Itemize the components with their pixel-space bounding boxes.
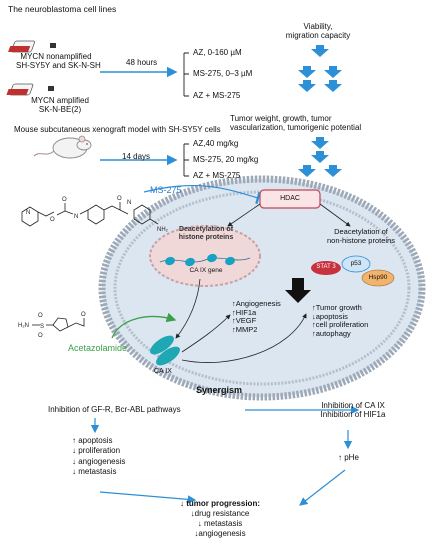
hdac-label: HDAC (280, 195, 300, 202)
svg-text:N: N (127, 200, 131, 206)
xenograft-title: Mouse subcutaneous xenograft model with … (14, 125, 221, 134)
acetazolamide-structure: H₂N S O O O (18, 312, 86, 339)
angiogenesis-item-2: ↑HIF1a (232, 307, 257, 317)
outcome-arrows-cells (298, 45, 342, 92)
cell-outcome-line2: migration capacity (285, 31, 351, 41)
xenograft-outcome: Tumor weight, growth, tumor vascularizat… (230, 114, 361, 132)
cell-lines-title: The neuroblastoma cell lines (8, 4, 117, 14)
outcome-arrows-mice (298, 137, 342, 177)
caix-icon (150, 335, 180, 366)
svg-text:H₂N: H₂N (18, 323, 29, 329)
xenograft-outcome-line2: vascularization, tumorigenic potential (230, 123, 362, 133)
stat3-label: STAT 3 (316, 264, 336, 270)
synergism-left-item-4: ↓ metastasis (72, 467, 117, 477)
histone-deacetylation-line2: histone proteins (178, 234, 234, 242)
mycn-amplified-line1: MYCN amplified (31, 96, 89, 105)
tumor-progression-item-3: ↓angiogenesis (194, 529, 246, 538)
flask-icon-nonamplified (8, 40, 56, 53)
histone-deacetylation: Deacetylation of histone proteins (166, 226, 246, 242)
synergism-left-item-1: ↑ apoptosis (72, 436, 113, 445)
time-48h: 48 hours (126, 58, 158, 67)
mycn-amplified-line2: SK-N-BE(2) (38, 105, 82, 115)
svg-text:N: N (26, 210, 30, 216)
svg-text:O: O (62, 197, 67, 203)
svg-text:O: O (81, 312, 86, 318)
cell-treatment-3: AZ + MS-275 (193, 91, 241, 100)
synergism-left-head: Inhibition of GF-R, Bcr-ABL pathways (48, 405, 181, 414)
ms275-inhibition-line (143, 184, 261, 205)
synergism-left-item-2: ↓ proliferation (72, 446, 121, 456)
tumor-growth-item-3: ↑cell proliferation (312, 320, 369, 330)
svg-text:O: O (38, 313, 43, 319)
svg-text:S: S (40, 324, 44, 330)
ms275-structure: N O O N O N NH₂ (21, 196, 169, 233)
p53-shape (341, 255, 371, 273)
ca9-gene-label: CA IX gene (189, 267, 223, 274)
cell-treatment-1: AZ, 0-160 µM (193, 48, 242, 57)
cell-treatment-2: MS-275, 0–3 µM (193, 69, 253, 78)
acetazolamide-label: Acetazolamide (68, 343, 128, 353)
mouse-treatment-1: AZ,40 mg/kg (193, 139, 239, 148)
tumor-progression-item-2: ↓ metastasis (197, 519, 243, 528)
synergism-right-head: Inhibition of CA IX Inhibition of HIF1a (308, 401, 398, 419)
cell-outcome-line1: Viability, (303, 22, 333, 31)
angiogenesis-list: ↑Angiogenesis ↑HIF1a ↑VEGF ↑MMP2 (232, 299, 281, 335)
mycn-nonamplified-label: MYCN nonamplified SH-SY5Y and SK-N-SH (16, 52, 101, 71)
tumor-progression-item-1: ↓drug resistance (190, 509, 250, 518)
xenograft-outcome-line1: Tumor weight, growth, tumor (230, 114, 332, 123)
synergism-right-item: ↑ pHe (338, 453, 359, 462)
mouse-treatment-2: MS-275, 20 mg/kg (193, 155, 259, 164)
tumor-growth-list: ↑Tumor growth ↓apoptosis ↑cell prolifera… (312, 303, 369, 339)
synergism-right-head-line2: Inhibition of HIF1a (320, 410, 386, 420)
angiogenesis-item-1: ↑Angiogenesis (232, 299, 281, 308)
angiogenesis-item-3: ↑VEGF (232, 316, 257, 326)
hdac-box (259, 189, 321, 209)
mouse-icon (33, 135, 92, 159)
svg-text:O: O (38, 333, 43, 339)
mycn-nonamplified-line2: SH-SY5Y and SK-N-SH (16, 61, 101, 71)
hsp90-shape (361, 269, 395, 287)
svg-text:NH₂: NH₂ (157, 227, 169, 233)
nonhistone-deacetylation: Deacetylation of non-histone proteins (316, 227, 406, 245)
caix-label: CA IX (154, 368, 172, 375)
synergism-left-items: ↑ apoptosis ↓ proliferation ↓ angiogenes… (72, 436, 125, 478)
nucleus (149, 225, 261, 287)
histone-deacetylation-line1: Deacetylation of (178, 226, 234, 233)
mycn-amplified-label: MYCN amplified SK-N-BE(2) (20, 96, 100, 114)
down-block-arrow (285, 278, 311, 303)
tumor-progression: ↓ tumor progression: ↓drug resistance ↓ … (160, 499, 280, 539)
tumor-growth-item-4: ↑autophagy (312, 328, 351, 338)
nonhistone-deacetylation-line2: non-histone proteins (327, 235, 395, 245)
time-14days: 14 days (122, 152, 151, 161)
p53-label: p53 (350, 260, 362, 267)
treatment-bracket-mice (183, 143, 189, 177)
mycn-nonamplified-line1: MYCN nonamplified (20, 52, 92, 61)
mouse-treatment-3: AZ + MS-275 (193, 171, 241, 180)
synergism-right-head-line1: Inhibition of CA IX (321, 401, 385, 410)
svg-text:O: O (50, 217, 55, 223)
tumor-progression-title: ↓ tumor progression: (179, 499, 260, 508)
cell-outcome: Viability, migration capacity (278, 22, 358, 40)
tumor-growth-item-1: ↑Tumor growth (312, 303, 362, 312)
acetazolamide-arrow (111, 312, 177, 339)
histone-icons (159, 253, 251, 267)
treatment-bracket-cells (183, 52, 189, 97)
flask-icon-amplified (6, 83, 54, 96)
angiogenesis-item-4: ↑MMP2 (232, 324, 258, 334)
synergism-left-item-3: ↓ angiogenesis (72, 456, 126, 466)
tumor-growth-item-2: ↓apoptosis (312, 311, 348, 321)
synergism-title: Synergism (196, 385, 243, 395)
nonhistone-deacetylation-line1: Deacetylation of (334, 227, 388, 236)
stat3-shape (311, 261, 341, 275)
ms275-label: MS-275 (150, 185, 182, 195)
svg-text:N: N (74, 214, 78, 220)
hsp90-label: Hsp90 (368, 274, 388, 281)
svg-text:O: O (117, 196, 122, 202)
